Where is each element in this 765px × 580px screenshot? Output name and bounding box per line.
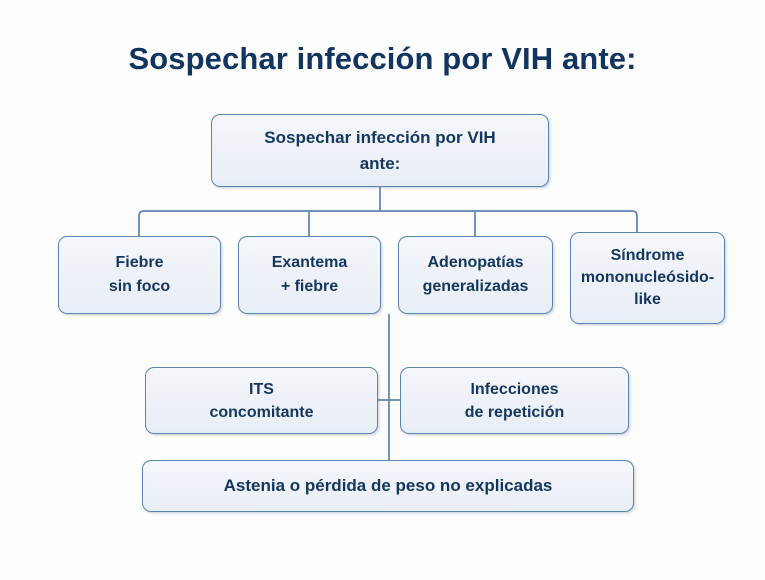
node-label: Infecciones de repetición — [464, 380, 565, 421]
node-label: Exantema + fiebre — [271, 254, 348, 295]
node-its-concomitante[interactable]: ITS concomitante — [145, 367, 378, 434]
connector-branch-bus — [138, 210, 638, 236]
node-label: ITS concomitante — [209, 380, 314, 421]
node-adenopatias-generalizadas[interactable]: Adenopatías generalizadas — [398, 236, 553, 314]
node-exantema-fiebre[interactable]: Exantema + fiebre — [238, 236, 381, 314]
node-sospechar-infeccion-vih[interactable]: Sospechar infección por VIH ante: — [211, 114, 549, 187]
node-label: Adenopatías generalizadas — [422, 254, 529, 295]
node-label: Síndrome mononucleósido- like — [580, 247, 715, 308]
node-label: Fiebre sin foco — [108, 254, 171, 295]
node-sindrome-mononucleosido-like[interactable]: Síndrome mononucleósido- like — [570, 232, 725, 324]
node-infecciones-de-repeticion[interactable]: Infecciones de repetición — [400, 367, 629, 434]
node-label: Sospechar infección por VIH ante: — [264, 127, 496, 173]
page-title: Sospechar infección por VIH ante: — [128, 41, 637, 76]
node-fiebre-sin-foco[interactable]: Fiebre sin foco — [58, 236, 221, 314]
node-label: Astenia o pérdida de peso no explicadas — [223, 476, 553, 495]
node-astenia-perdida-peso[interactable]: Astenia o pérdida de peso no explicadas — [142, 460, 634, 512]
